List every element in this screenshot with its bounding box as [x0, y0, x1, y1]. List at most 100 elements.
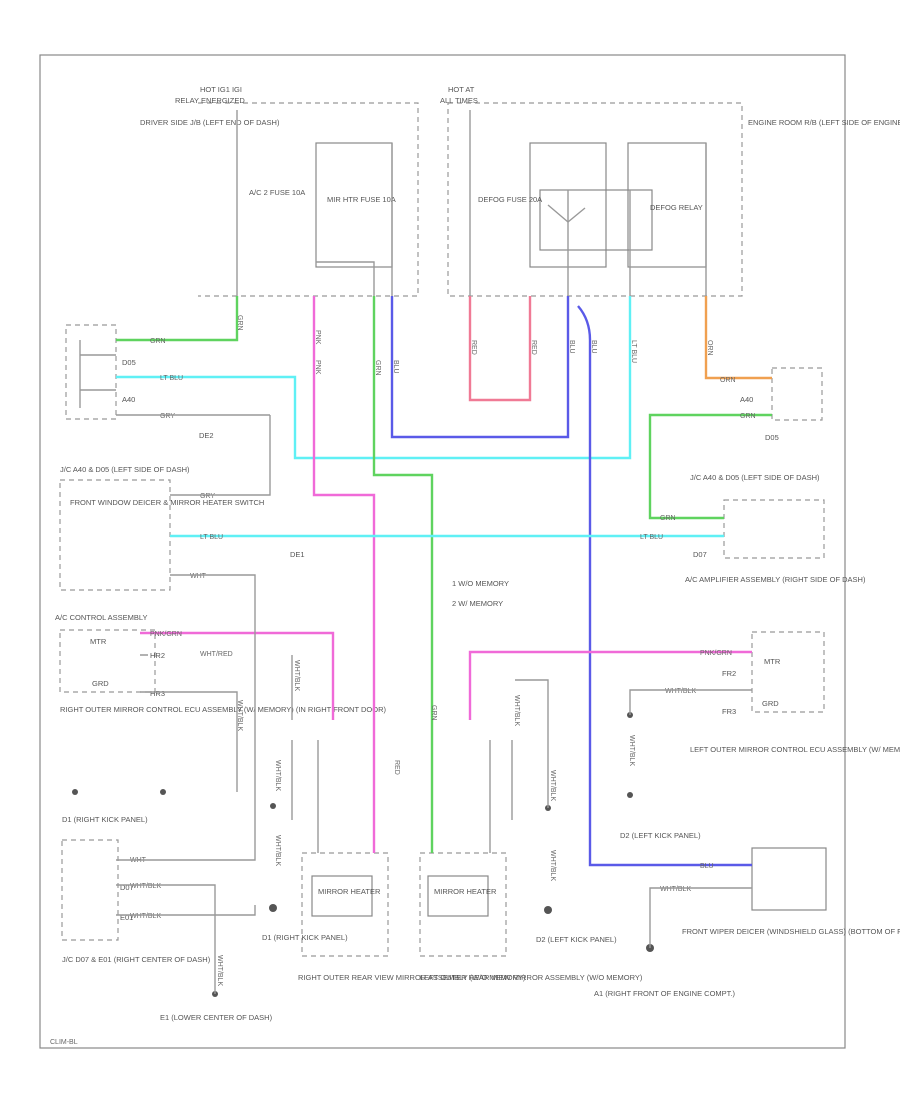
right-mirror-heater-label: MIRROR HEATER	[318, 887, 381, 896]
d07-jc-label: D07	[120, 883, 134, 892]
colored-wires	[116, 296, 772, 867]
d05-right-label: D05	[765, 433, 779, 442]
grd-left-label: GRD	[762, 699, 779, 708]
jc-a40-d05-left-label: J/C A40 & D05 (LEFT SIDE OF DASH)	[60, 465, 190, 474]
fr3-label: FR3	[722, 707, 736, 716]
mtr-label: MTR	[90, 637, 107, 646]
jc-e01-wires	[116, 884, 256, 994]
left-mirror-ecu-label: LEFT OUTER MIRROR CONTROL ECU ASSEMBLY (…	[690, 745, 900, 754]
mir-htr-internal-wire	[316, 261, 375, 296]
fr3-ground-wire	[629, 689, 752, 715]
blu-deicer-wire	[577, 305, 752, 867]
left-mirror-label: LEFT OUTER REAR VIEW MIRROR ASSEMBLY (W/…	[420, 973, 643, 982]
wire-color-label: GRN	[660, 515, 676, 522]
driver-side-jb-boundary	[198, 102, 419, 297]
hr2-label: HR2	[150, 651, 165, 660]
d2-left-kick-label: D2 (LEFT KICK PANEL)	[620, 831, 701, 840]
orn-a40-wire	[704, 296, 772, 380]
figure-id: CLIM-BL	[50, 1039, 78, 1046]
wire-color-label: ORN	[720, 377, 736, 384]
jc-d07-e01-label: J/C D07 & E01 (RIGHT CENTER OF DASH)	[62, 955, 211, 964]
wht-switch-wire	[116, 574, 256, 861]
d2-left-kick-bottom-label: D2 (LEFT KICK PANEL)	[536, 935, 617, 944]
deicer-ground-wire	[649, 887, 752, 948]
note-w-o-memory: 1 W/O MEMORY	[452, 579, 509, 588]
d05-internal	[79, 340, 116, 408]
wire-color-label: LT BLU	[160, 375, 183, 382]
wire-color-label: BLU	[392, 360, 399, 374]
wire-color-label: PNK/GRN	[700, 650, 732, 657]
front-wiper-deicer-label: FRONT WIPER DEICER (WINDSHIELD GLASS) (B…	[682, 927, 900, 936]
a40-label: A40	[122, 395, 135, 404]
left-mirror-assembly-box	[419, 852, 507, 957]
wire-color-label: WHT/BLK	[236, 700, 243, 731]
wire-color-label: PNK	[314, 360, 321, 375]
wire-color-label: PNK	[314, 330, 321, 345]
black-wires	[79, 340, 752, 994]
mtr-left-label: MTR	[764, 657, 781, 666]
wire-color-label: WHT/BLK	[216, 955, 223, 986]
wire-color-label: GRN	[740, 413, 756, 420]
wire-color-label: WHT/BLK	[130, 883, 161, 890]
ground-d2-bottom	[627, 792, 633, 798]
mir-htr-fuse-label: MIR HTR FUSE 10A	[327, 195, 396, 204]
relay-energized-label: RELAY ENERGIZED	[175, 96, 245, 105]
defog-fuse-label: DEFOG FUSE 20A	[478, 195, 542, 204]
engine-room-rb-boundary	[447, 102, 743, 297]
ground-d1-top	[270, 803, 276, 809]
lt-blu-d05-wire	[116, 296, 632, 460]
relay-switch-symbol	[547, 204, 586, 223]
right-mirror-heater	[311, 875, 373, 917]
blu-relay-wire	[390, 296, 570, 439]
wire-color-label: WHT/BLK	[549, 770, 556, 801]
ground-e1-a	[72, 789, 78, 795]
gry-de2-wire	[116, 414, 271, 496]
hot-ig-label: HOT IG1 IGI	[200, 85, 242, 94]
ac-control-label: A/C CONTROL ASSEMBLY	[55, 613, 148, 622]
wire-color-label: WHT/RED	[200, 651, 233, 658]
d05-a40-right-junction	[771, 367, 823, 421]
pnk-mirror-wire	[312, 296, 376, 853]
right-mirror-label: RIGHT OUTER REAR VIEW MIRROR ASSEMBLY (W…	[298, 973, 526, 982]
wire-color-label: GRN	[374, 360, 381, 376]
driver-side-jb-label: DRIVER SIDE J/B (LEFT END OF DASH)	[140, 118, 280, 127]
hot-at-label: HOT AT	[448, 85, 475, 94]
wire-color-label: RED	[470, 340, 477, 355]
wire-color-label: WHT/BLK	[549, 850, 556, 881]
left-mirror-heater-label: MIRROR HEATER	[434, 887, 497, 896]
ground-e1-b	[160, 789, 166, 795]
d05-a40-junction	[65, 324, 117, 420]
hr3-label: HR3	[150, 689, 165, 698]
a40-right-label: A40	[740, 395, 753, 404]
wire-color-label: WHT/BLK	[274, 760, 281, 791]
ground-d2	[544, 906, 552, 914]
grd-label: GRD	[92, 679, 109, 688]
wire-color-label: WHT/BLK	[513, 695, 520, 726]
wire-color-label: WHT/BLK	[665, 688, 696, 695]
wire-color-label: WHT	[190, 573, 207, 580]
relay-internal-wires	[567, 143, 707, 296]
grn-mirror-wire	[372, 296, 434, 853]
wire-color-label: GRY	[160, 413, 175, 420]
de2-label: DE2	[199, 431, 214, 440]
diagram-frame	[39, 54, 846, 1049]
wire-color-label: LT BLU	[640, 534, 663, 541]
wire-color-label: RED	[393, 760, 400, 775]
wire-color-label: BLU	[590, 340, 597, 354]
wire-color-label: WHT/BLK	[660, 886, 691, 893]
d05-label: D05	[122, 358, 136, 367]
all-times-label: ALL TIMES	[440, 96, 478, 105]
pnk-right-ecu-wire	[140, 631, 335, 720]
wire-color-label: BLU	[700, 863, 714, 870]
hr-grd-wires	[140, 654, 238, 792]
right-mirror-ecu-box	[59, 629, 156, 693]
wire-color-label: GRN	[430, 705, 437, 721]
note-w-memory: 2 W/ MEMORY	[452, 599, 503, 608]
wire-color-label: LT BLU	[630, 340, 637, 363]
front-wiper-deicer-box	[751, 847, 827, 911]
front-window-switch-label: FRONT WINDOW DEICER & MIRROR HEATER SWIT…	[70, 498, 264, 507]
red-relay-wire	[468, 296, 532, 402]
wire-color-label: GRN	[150, 338, 166, 345]
d1-right-kick-label: D1 (RIGHT KICK PANEL)	[62, 815, 148, 824]
wire-color-label: LT BLU	[200, 534, 223, 541]
